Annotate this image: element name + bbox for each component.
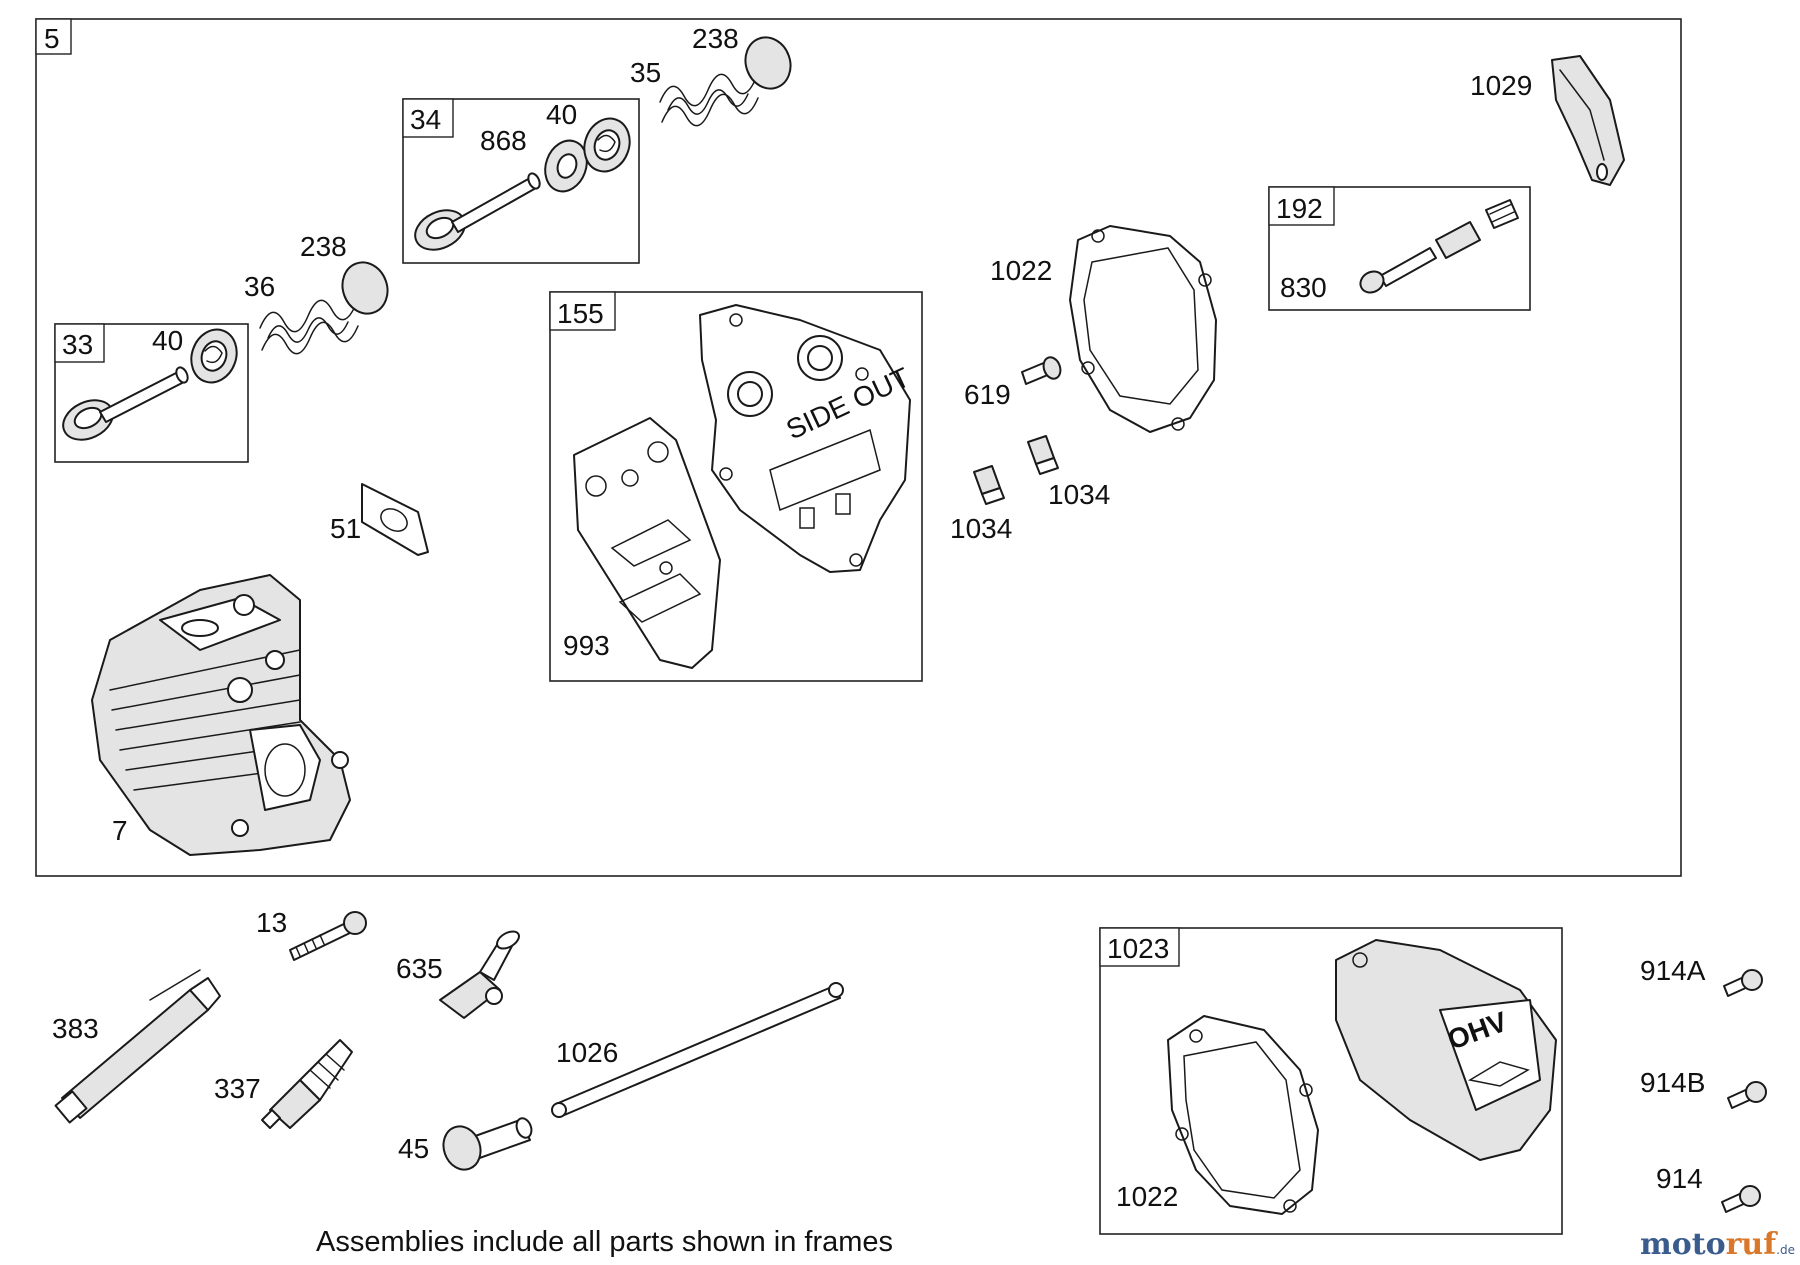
tube-part-383 [54, 969, 221, 1124]
callout-238: 238 [300, 231, 347, 262]
valve-cover-part-1023: OHV [1335, 939, 1557, 1161]
frame-155: 155 [549, 291, 923, 682]
callout-40: 40 [152, 325, 183, 356]
cylinder-head-part-7 [91, 574, 351, 856]
watermark-part: ruf [1726, 1227, 1779, 1262]
frame-label: 155 [557, 298, 604, 329]
callout-40: 40 [546, 99, 577, 130]
breather-part-635 [439, 930, 520, 1019]
frame-34: 34 [402, 98, 640, 264]
valve-seal-part-40-left [190, 328, 238, 384]
callout-238: 238 [692, 23, 739, 54]
callout-1022: 1022 [1116, 1181, 1178, 1212]
footer-note: Assemblies include all parts shown in fr… [316, 1226, 893, 1258]
spark-plug-part-337 [261, 1039, 353, 1129]
callout-1034: 1034 [1048, 479, 1110, 510]
screw-part-914 [1721, 1185, 1761, 1213]
callout-619: 619 [964, 379, 1011, 410]
retainer-part-868 [544, 139, 588, 193]
valve-part-33 [62, 366, 189, 441]
callout-914: 914 [1656, 1163, 1703, 1194]
bolt-part-619 [1021, 356, 1062, 385]
frame-1023: 1023 [1099, 927, 1563, 1235]
callout-1029: 1029 [1470, 70, 1532, 101]
frame-label: 1023 [1107, 933, 1169, 964]
frame-label: 5 [44, 23, 60, 54]
gasket-part-1022-top [1069, 225, 1217, 433]
valve-seal-part-40-top [583, 117, 631, 173]
frame-192: 192 [1268, 186, 1531, 311]
watermark-part: .de [1776, 1243, 1795, 1257]
watermark: motoruf.de [1640, 1227, 1795, 1262]
spring-part-35 [659, 73, 759, 127]
frame-5: 5 [35, 18, 1682, 877]
watermark-part: moto [1640, 1227, 1726, 1262]
frame-label: 34 [410, 104, 441, 135]
stud-part-830 [1359, 199, 1519, 294]
nut-part-1034-a [973, 465, 1005, 505]
callout-383: 383 [52, 1013, 99, 1044]
callout-993: 993 [563, 630, 610, 661]
callout-1026: 1026 [556, 1037, 618, 1068]
valve-part-34 [414, 172, 541, 251]
callout-13: 13 [256, 907, 287, 938]
screw-part-914B [1727, 1081, 1767, 1109]
screw-part-914A [1723, 969, 1763, 997]
gasket-part-993 [573, 417, 721, 669]
callout-7: 7 [112, 815, 128, 846]
callout-914A: 914A [1640, 955, 1706, 986]
callout-914B: 914B [1640, 1067, 1705, 1098]
callout-51: 51 [330, 513, 361, 544]
callout-868: 868 [480, 125, 527, 156]
nut-part-1034-b [1027, 435, 1059, 475]
cap-part-238-top [744, 36, 792, 90]
callout-1034: 1034 [950, 513, 1012, 544]
rocker-arm-part-1029 [1551, 55, 1625, 186]
pushrod-part-1026 [551, 982, 844, 1118]
tappet-part-45 [442, 1117, 533, 1171]
frame-33: 33 [54, 323, 249, 463]
gasket-part-155: SIDE OUT [699, 304, 914, 573]
callout-1022: 1022 [990, 255, 1052, 286]
frame-label: 192 [1276, 193, 1323, 224]
callout-830: 830 [1280, 272, 1327, 303]
frame-label: 33 [62, 329, 93, 360]
bolt-part-13 [289, 911, 367, 961]
cap-part-238-mid [341, 261, 389, 315]
callout-35: 35 [630, 57, 661, 88]
callout-337: 337 [214, 1073, 261, 1104]
callout-45: 45 [398, 1133, 429, 1164]
callout-635: 635 [396, 953, 443, 984]
gasket-part-51 [361, 483, 429, 556]
gasket-part-1022-bottom [1167, 1015, 1319, 1215]
callout-36: 36 [244, 271, 275, 302]
spring-part-36 [259, 299, 359, 355]
